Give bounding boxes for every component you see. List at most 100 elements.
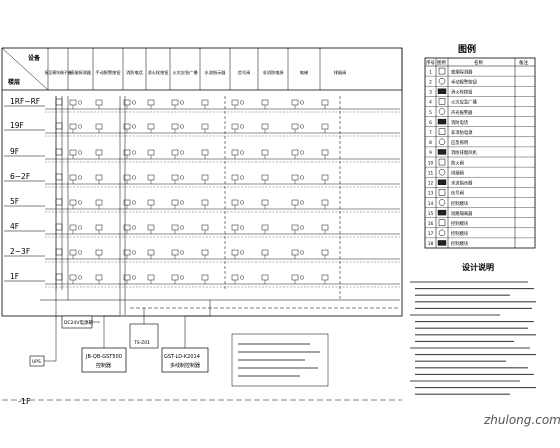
device-module xyxy=(201,123,209,130)
device-symbol xyxy=(300,200,305,205)
floor-label: 1F xyxy=(10,272,19,281)
device-symbol xyxy=(239,175,244,180)
device-module xyxy=(95,99,103,106)
device-module xyxy=(231,99,239,106)
device-module xyxy=(291,174,299,181)
controller-2-model: GST-LD-K2014 xyxy=(164,354,200,360)
legend-row-name: 应急照明 xyxy=(451,139,468,146)
device-module xyxy=(147,199,155,206)
riser-diagram: 设备 楼层 接至模块端子箱感烟探测器手动报警按钮消防电话消火栓按钮火灾应急广播水… xyxy=(1,47,403,406)
device-symbol xyxy=(300,150,305,155)
device-symbol xyxy=(131,175,136,180)
legend-symbol-icon xyxy=(437,209,447,216)
column-header-3: 消防电话 xyxy=(126,69,143,76)
legend-header-no: 序号 xyxy=(426,59,435,66)
device-module xyxy=(261,174,269,181)
floor-label: 6~2F xyxy=(10,172,30,181)
short-circuit-isolator xyxy=(55,223,63,231)
device-module xyxy=(201,249,209,256)
legend-row: 18 控制模块 xyxy=(425,237,535,247)
legend-row-no: 5 xyxy=(429,110,432,116)
device-symbol xyxy=(77,275,82,280)
device-module xyxy=(147,149,155,156)
device-module xyxy=(171,174,179,181)
device-module xyxy=(95,199,103,206)
device-symbol xyxy=(239,150,244,155)
legend-row-name: 控制模块 xyxy=(451,240,469,247)
wiring-notes-lines xyxy=(238,343,320,377)
device-module xyxy=(171,123,179,130)
legend-row-name: 短路隔离器 xyxy=(451,210,473,217)
ups-label: UPS xyxy=(32,359,41,365)
device-module xyxy=(201,199,209,206)
device-module xyxy=(231,149,239,156)
legend-row-no: 18 xyxy=(428,241,434,247)
legend-row-name: 消防电话 xyxy=(451,119,469,126)
device-module xyxy=(171,199,179,206)
legend-row-name: 控制模块 xyxy=(451,200,469,207)
device-module xyxy=(321,123,329,130)
column-header-4: 消火栓按钮 xyxy=(148,69,169,76)
device-module xyxy=(69,149,77,156)
column-header-0: 接至模块端子箱 xyxy=(45,70,72,75)
legend-row-name: 排烟阀 xyxy=(451,169,464,176)
device-module xyxy=(291,224,299,231)
device-module xyxy=(261,274,269,281)
bottom-floor-label: -1F xyxy=(18,397,31,406)
floor-row-4: 5F xyxy=(4,197,400,213)
column-header-10: 排烟阀 xyxy=(334,69,347,76)
legend-row-name: 防火阀 xyxy=(451,159,464,166)
legend-row: 4 火灾应急广播 xyxy=(425,96,535,106)
power-box-label: DC24V电源箱 xyxy=(64,319,93,326)
device-symbol xyxy=(179,124,184,129)
device-module xyxy=(147,224,155,231)
legend-row-no: 12 xyxy=(428,181,434,187)
floor-label: 9F xyxy=(10,147,19,156)
device-module xyxy=(147,174,155,181)
device-symbol xyxy=(179,250,184,255)
broadcast-box-label: TS-Z01 xyxy=(133,340,150,346)
legend-row-no: 13 xyxy=(428,191,434,197)
controller-1-name: 控制器 xyxy=(96,362,111,369)
device-module xyxy=(171,224,179,231)
device-module xyxy=(171,249,179,256)
legend-symbol-icon xyxy=(438,199,446,206)
device-symbol xyxy=(77,124,82,129)
floor-row-2: 9F xyxy=(4,147,400,163)
column-headers: 接至模块端子箱感烟探测器手动报警按钮消防电话消火栓按钮火灾应急广播水流指示器信号… xyxy=(45,48,403,90)
floor-row-6: 2~3F xyxy=(4,247,400,263)
legend-row-no: 4 xyxy=(429,100,432,106)
watermark: zhulong.com xyxy=(483,413,560,427)
floor-label: 5F xyxy=(10,197,19,206)
legend-row-name: 非消防电源 xyxy=(451,129,473,136)
device-module xyxy=(321,274,329,281)
device-symbol xyxy=(77,250,82,255)
device-symbol xyxy=(77,175,82,180)
design-notes-title: 设计说明 xyxy=(462,262,494,272)
column-header-7: 信号阀 xyxy=(238,69,251,76)
device-module xyxy=(231,123,239,130)
device-module xyxy=(201,224,209,231)
device-symbol xyxy=(131,250,136,255)
device-symbol xyxy=(77,225,82,230)
legend-symbol-icon xyxy=(438,229,446,237)
device-symbol xyxy=(179,225,184,230)
legend-symbol-icon xyxy=(437,240,447,246)
legend-table xyxy=(424,57,536,249)
device-module xyxy=(291,249,299,256)
corner-diagonal xyxy=(1,47,49,91)
device-symbol xyxy=(300,275,305,280)
legend-row-name: 火灾应急广播 xyxy=(451,99,477,106)
legend-row-name: 控制模块 xyxy=(451,230,469,237)
short-circuit-isolator xyxy=(55,273,63,281)
device-symbol xyxy=(131,100,136,105)
device-symbol xyxy=(77,100,82,105)
